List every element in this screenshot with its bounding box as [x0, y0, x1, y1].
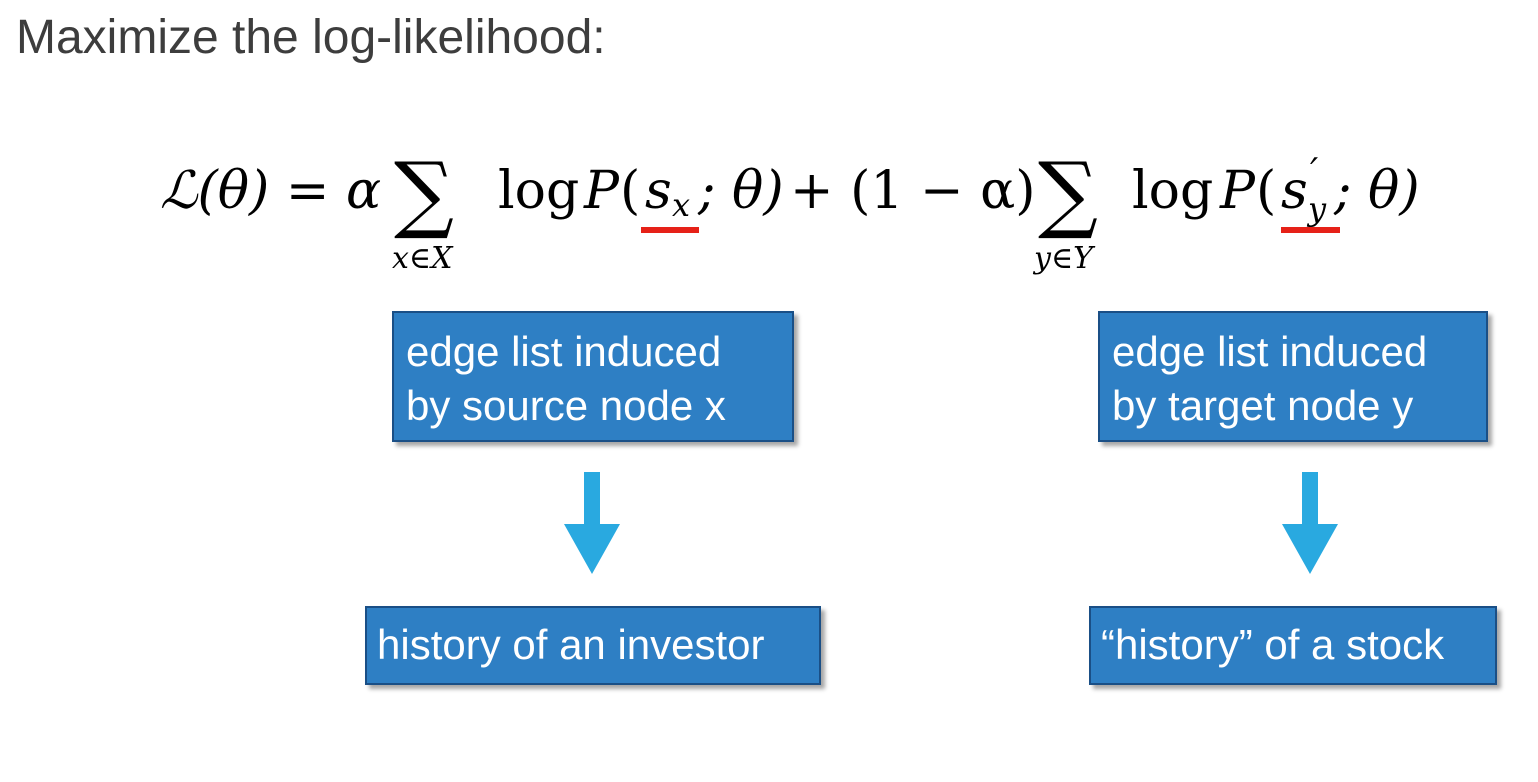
- sum-subscript-y: y∈Y: [1032, 241, 1096, 276]
- term2-rest: ; θ): [1333, 161, 1420, 221]
- stock-history-box: “history” of a stock: [1089, 606, 1497, 685]
- term1-rest: ; θ): [697, 161, 784, 221]
- log-likelihood-formula: ℒ(θ) = α ∑ x∈X log P ( s x ; θ) + (1 − α…: [160, 144, 1420, 276]
- formula-lhs: ℒ(θ) = α: [160, 161, 381, 221]
- term1-s: s: [645, 161, 672, 221]
- term2-P: P: [1219, 161, 1256, 221]
- target-edge-list-line2: by target node y: [1112, 382, 1414, 429]
- term1-s-subscript: x: [672, 186, 690, 224]
- sum-subscript-x: x∈X: [392, 241, 454, 276]
- term2-underline: [1281, 227, 1340, 233]
- term2-prime: ′: [1310, 152, 1318, 193]
- source-edge-list-line2: by source node x: [406, 382, 726, 429]
- target-edge-list-line1: edge list induced: [1112, 328, 1428, 375]
- term2-log: log: [1132, 161, 1213, 221]
- target-edge-list-box: edge list induced by target node y: [1098, 311, 1488, 442]
- investor-history-label: history of an investor: [377, 621, 765, 668]
- sum-symbol-2: ∑: [1038, 144, 1098, 242]
- source-edge-list-line1: edge list induced: [406, 328, 722, 375]
- term2-open-paren: (: [1256, 161, 1276, 221]
- formula-middle: + (1 − α): [790, 161, 1036, 221]
- sum-symbol-1: ∑: [394, 144, 454, 242]
- term2-s: s: [1281, 161, 1308, 221]
- term1-P: P: [583, 161, 620, 221]
- stock-history-label: “history” of a stock: [1101, 621, 1445, 668]
- down-arrow-icon: [564, 472, 620, 574]
- term1-log: log: [498, 161, 579, 221]
- term2-s-subscript: y: [1306, 190, 1327, 228]
- source-edge-list-box: edge list induced by source node x: [392, 311, 794, 442]
- investor-history-box: history of an investor: [365, 606, 821, 685]
- term1-underline: [641, 227, 699, 233]
- down-arrow-icon: [1282, 472, 1338, 574]
- term1-open-paren: (: [620, 161, 640, 221]
- slide-title: Maximize the log-likelihood:: [16, 11, 606, 64]
